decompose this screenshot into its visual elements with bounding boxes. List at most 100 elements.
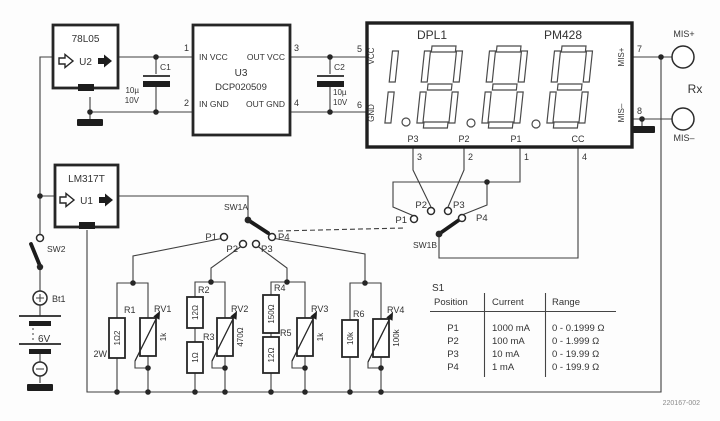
sw1b-p3-label: P3 bbox=[453, 200, 465, 211]
display-name-label: DPL1 bbox=[417, 28, 447, 42]
display-pin7-number: 7 bbox=[637, 44, 642, 54]
table-row: P4 1 mA 0 - 199.9 Ω bbox=[447, 362, 599, 373]
sw1a-label: SW1A bbox=[224, 202, 248, 212]
rv2-value-label: 470Ω bbox=[236, 327, 245, 346]
c1-value-label: 10µ bbox=[125, 86, 139, 95]
capacitor-c1: C1 10µ 10V bbox=[125, 62, 171, 105]
table-row: P2 100 mA 0 - 1.999 Ω bbox=[447, 336, 599, 347]
display-pin8-number: 8 bbox=[637, 106, 642, 116]
rv1-ref-label: RV1 bbox=[154, 304, 171, 314]
u3-out-vcc-label: OUT VCC bbox=[247, 52, 285, 62]
sw2-label: SW2 bbox=[47, 244, 66, 254]
display-part-label: PM428 bbox=[544, 28, 582, 42]
cell-position: P3 bbox=[447, 349, 459, 360]
u3-pin1-number: 1 bbox=[184, 43, 189, 53]
battery-voltage-label: 6V bbox=[38, 334, 51, 345]
pot-rv4: 100k RV4 bbox=[367, 305, 404, 363]
regulator-u1: LM317T U1 bbox=[53, 163, 120, 229]
display-cc-label: CC bbox=[572, 134, 585, 144]
decimal-point-icon bbox=[466, 118, 476, 128]
u1-ref-label: U1 bbox=[80, 196, 93, 207]
r1-power-label: 2W bbox=[94, 349, 108, 359]
display-mis-plus-label: MIS+ bbox=[617, 47, 626, 66]
u3-out-gnd-label: OUT GND bbox=[246, 99, 285, 109]
r3-value-label: 1Ω bbox=[191, 352, 200, 362]
rv3-ref-label: RV3 bbox=[311, 304, 328, 314]
u3-in-vcc-label: IN VCC bbox=[199, 52, 228, 62]
rv4-value-label: 100k bbox=[392, 328, 401, 346]
table-row: P3 10 mA 0 - 19.99 Ω bbox=[447, 349, 599, 360]
u3-pin2-number: 2 bbox=[184, 98, 189, 108]
r1-ref-label: R1 bbox=[124, 305, 136, 315]
battery-bt1: Bt1 6V bbox=[19, 290, 66, 377]
ground-symbols bbox=[27, 119, 655, 391]
output-arrow-icon bbox=[99, 193, 113, 207]
ground-icon bbox=[629, 126, 655, 133]
resistor-r1: 1Ω2 R1 2W bbox=[94, 305, 136, 359]
u3-ref-label: U3 bbox=[235, 68, 248, 79]
u3-pin3-number: 3 bbox=[294, 43, 299, 53]
c1-rating-label: 10V bbox=[125, 96, 140, 105]
regulator-u2: 78L05 U2 bbox=[51, 23, 120, 91]
rv2-ref-label: RV2 bbox=[231, 304, 248, 314]
sw1b-label: SW1B bbox=[413, 240, 437, 250]
resistor-r3: 1Ω R3 bbox=[186, 332, 215, 374]
cell-range: 0 - 0.1999 Ω bbox=[552, 323, 605, 334]
u3-in-gnd-label: IN GND bbox=[199, 99, 229, 109]
display-pin5-number: 5 bbox=[357, 44, 362, 54]
u3-pin4-number: 4 bbox=[294, 98, 299, 108]
table-row: P1 1000 mA 0 - 0.1999 Ω bbox=[447, 323, 604, 334]
figure-number-caption: 220167-002 bbox=[663, 400, 700, 407]
cell-position: P1 bbox=[447, 323, 459, 334]
sw1b-p1-label: P1 bbox=[395, 215, 407, 226]
terminal-mis-minus-label: MIS– bbox=[673, 133, 694, 143]
resistor-r2: 12Ω R2 bbox=[186, 285, 210, 329]
table-header-current: Current bbox=[492, 297, 524, 308]
pot-rv2: 470Ω RV2 bbox=[211, 304, 248, 362]
ground-icon bbox=[77, 119, 103, 126]
resistor-r5: 12Ω R5 bbox=[262, 328, 292, 374]
power-switch-sw2: SW2 bbox=[29, 233, 66, 271]
cell-range: 0 - 1.999 Ω bbox=[552, 336, 599, 347]
r3-ref-label: R3 bbox=[203, 332, 215, 342]
resistor-r6: 10k R6 bbox=[341, 309, 365, 358]
display-pin1-number: 1 bbox=[524, 152, 529, 162]
resistor-r4: 150Ω R4 bbox=[262, 283, 286, 334]
junction-dots bbox=[37, 54, 664, 395]
display-p3-label: P3 bbox=[407, 134, 418, 144]
r4-value-label: 150Ω bbox=[267, 304, 276, 323]
mis-plus-terminal bbox=[671, 45, 695, 69]
cell-current: 10 mA bbox=[492, 349, 520, 360]
range-switch-sw1b: SW1B P1 P2 P3 P4 bbox=[395, 200, 487, 250]
rv4-ref-label: RV4 bbox=[387, 305, 404, 315]
seven-segment-digits bbox=[384, 45, 594, 129]
ground-icon bbox=[27, 384, 53, 391]
sw1a-p1-label: P1 bbox=[205, 232, 217, 243]
sw1b-p2-label: P2 bbox=[415, 200, 427, 211]
input-arrow-icon bbox=[58, 53, 75, 69]
pot-rv3: 1k RV3 bbox=[291, 304, 328, 362]
input-arrow-icon bbox=[59, 192, 76, 208]
display-pin4-number: 4 bbox=[582, 152, 587, 162]
cell-range: 0 - 19.99 Ω bbox=[552, 349, 599, 360]
mis-minus-terminal bbox=[671, 107, 695, 131]
decimal-point-icon bbox=[531, 119, 541, 129]
r1-value-label: 1Ω2 bbox=[113, 330, 122, 345]
display-pin6-number: 6 bbox=[357, 100, 362, 110]
display-pin2-number: 2 bbox=[468, 152, 473, 162]
table-title: S1 bbox=[432, 283, 445, 294]
c2-value-label: 10µ bbox=[333, 88, 347, 97]
capacitor-c2: C2 10µ 10V bbox=[317, 62, 348, 107]
r5-ref-label: R5 bbox=[280, 328, 292, 338]
table-header-range: Range bbox=[552, 297, 580, 308]
r5-value-label: 12Ω bbox=[267, 348, 276, 363]
u3-part-label: DCP020509 bbox=[215, 82, 267, 93]
r6-value-label: 10k bbox=[346, 331, 355, 345]
measurement-terminals: MIS+ Rx MIS– bbox=[671, 29, 702, 143]
display-p2-label: P2 bbox=[458, 134, 469, 144]
r2-ref-label: R2 bbox=[198, 285, 210, 295]
r4-ref-label: R4 bbox=[274, 283, 286, 293]
u1-part-label: LM317T bbox=[68, 174, 105, 185]
